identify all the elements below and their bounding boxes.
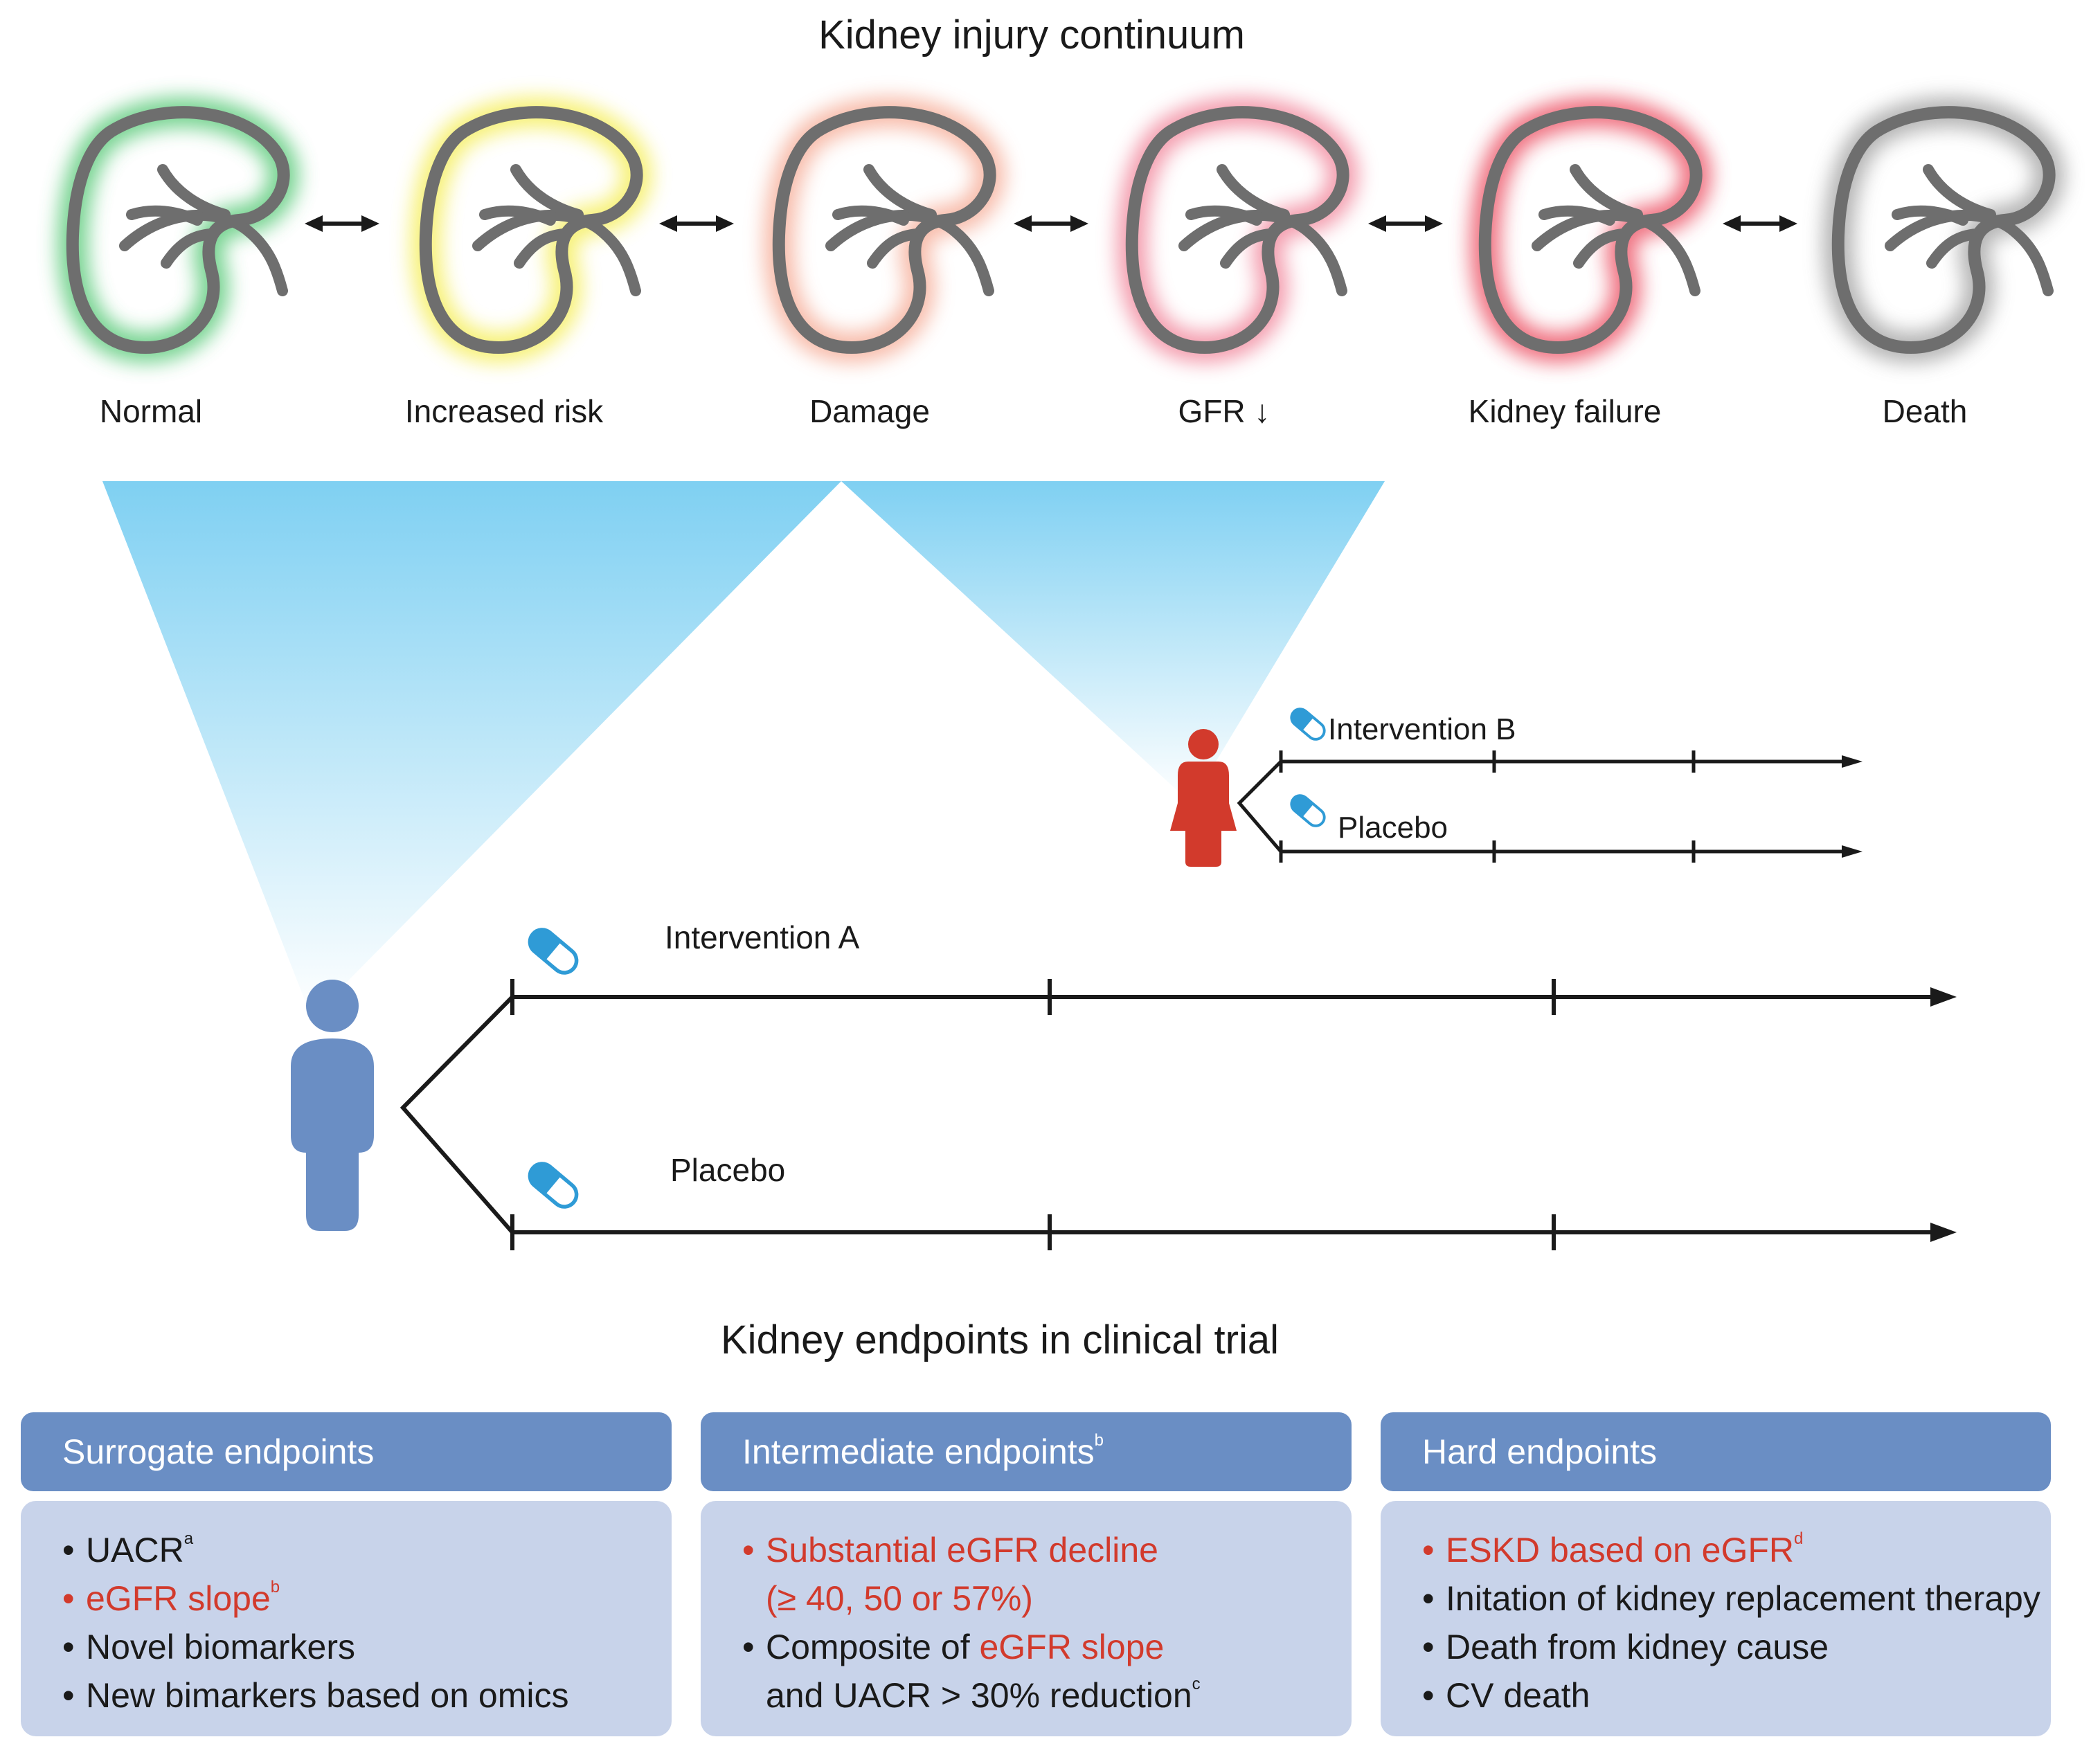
beam-right: [841, 481, 1385, 803]
list-item: Substantial eGFR decline: [742, 1526, 1324, 1574]
surrogate-endpoints-list: UACRa eGFR slopeb Novel biomarkers New b…: [62, 1526, 644, 1720]
diagram-title: Kidney injury continuum: [818, 12, 1245, 57]
person-red-icon: [1170, 729, 1237, 867]
list-item: eGFR slopeb: [62, 1574, 644, 1623]
list-item: UACRa: [62, 1526, 644, 1574]
stage-kidney-failure: Kidney failure: [1469, 97, 1712, 429]
hard-endpoints-panel: ESKD based on eGFRd Initation of kidney …: [1381, 1501, 2051, 1736]
double-arrow-icon: [1368, 215, 1443, 232]
list-item-continuation: (≥ 40, 50 or 57%): [766, 1579, 1033, 1618]
trial-b-arms: [1237, 750, 1845, 863]
arrowhead-icon: [1930, 1223, 1957, 1242]
surrogate-endpoints-title: Surrogate endpoints: [62, 1432, 375, 1471]
endpoints-title: Kidney endpoints in clinical trial: [721, 1317, 1279, 1362]
surrogate-endpoints-header: Surrogate endpoints: [21, 1412, 672, 1491]
hard-endpoints-list: ESKD based on eGFRd Initation of kidney …: [1422, 1526, 2040, 1720]
beam-left: [102, 481, 841, 1018]
arrowhead-icon: [1930, 987, 1957, 1007]
stage-label: Normal: [100, 393, 202, 429]
double-arrow-icon: [659, 215, 734, 232]
trial-a-placebo-label: Placebo: [670, 1152, 785, 1188]
intermediate-endpoints-title: Intermediate endpointsb: [742, 1431, 1104, 1472]
stage-label: Kidney failure: [1469, 393, 1662, 429]
double-arrow-icon: [1014, 215, 1088, 232]
list-item: ESKD based on eGFRd: [1422, 1526, 2023, 1574]
list-item: Novel biomarkers: [62, 1623, 644, 1671]
stage-arrows: [305, 215, 1797, 232]
person-blue-icon: [291, 980, 374, 1231]
trial-a-intervention-label: Intervention A: [665, 919, 860, 955]
list-item: Composite of eGFR slope: [742, 1623, 1324, 1671]
pill-icon: [1286, 791, 1329, 831]
stage-normal: Normal: [57, 97, 299, 429]
trial-a-arms: [400, 979, 1932, 1250]
intermediate-endpoints-list: Substantial eGFR decline (≥ 40, 50 or 57…: [742, 1526, 1324, 1720]
stage-death: Death: [1822, 97, 2065, 429]
list-item: Death from kidney cause: [1422, 1623, 2023, 1671]
pill-icon: [525, 925, 582, 978]
trial-b-placebo-label: Placebo: [1338, 811, 1448, 845]
double-arrow-icon: [305, 215, 379, 232]
pill-icon: [525, 1159, 582, 1212]
list-item: Initation of kidney replacement therapy: [1422, 1574, 2040, 1623]
stage-label: GFR ↓: [1178, 393, 1271, 429]
list-item: CV death: [1422, 1671, 2023, 1720]
stage-damage: Damage: [763, 97, 1005, 429]
surrogate-endpoints-panel: UACRa eGFR slopeb Novel biomarkers New b…: [21, 1501, 672, 1736]
trial-b-intervention-label: Intervention B: [1328, 712, 1516, 746]
list-item: New bimarkers based on omics: [62, 1671, 644, 1720]
arrowhead-icon: [1842, 845, 1863, 858]
intermediate-endpoints-header: Intermediate endpointsb: [701, 1412, 1352, 1491]
intermediate-endpoints-panel: Substantial eGFR decline (≥ 40, 50 or 57…: [701, 1501, 1352, 1736]
pill-icon: [1286, 704, 1329, 744]
list-item-continuation: and UACR > 30% reductionc: [766, 1675, 1201, 1716]
stage-label: Death: [1883, 393, 1968, 429]
double-arrow-icon: [1723, 215, 1797, 232]
stage-increased-risk: Increased risk: [405, 97, 652, 429]
arrowhead-icon: [1842, 755, 1863, 768]
hard-endpoints-title: Hard endpoints: [1422, 1432, 1658, 1471]
hard-endpoints-header: Hard endpoints: [1381, 1412, 2051, 1491]
stage-label: Damage: [809, 393, 930, 429]
stage-gfr-decline: GFR ↓: [1116, 97, 1358, 429]
stage-label: Increased risk: [405, 393, 604, 429]
